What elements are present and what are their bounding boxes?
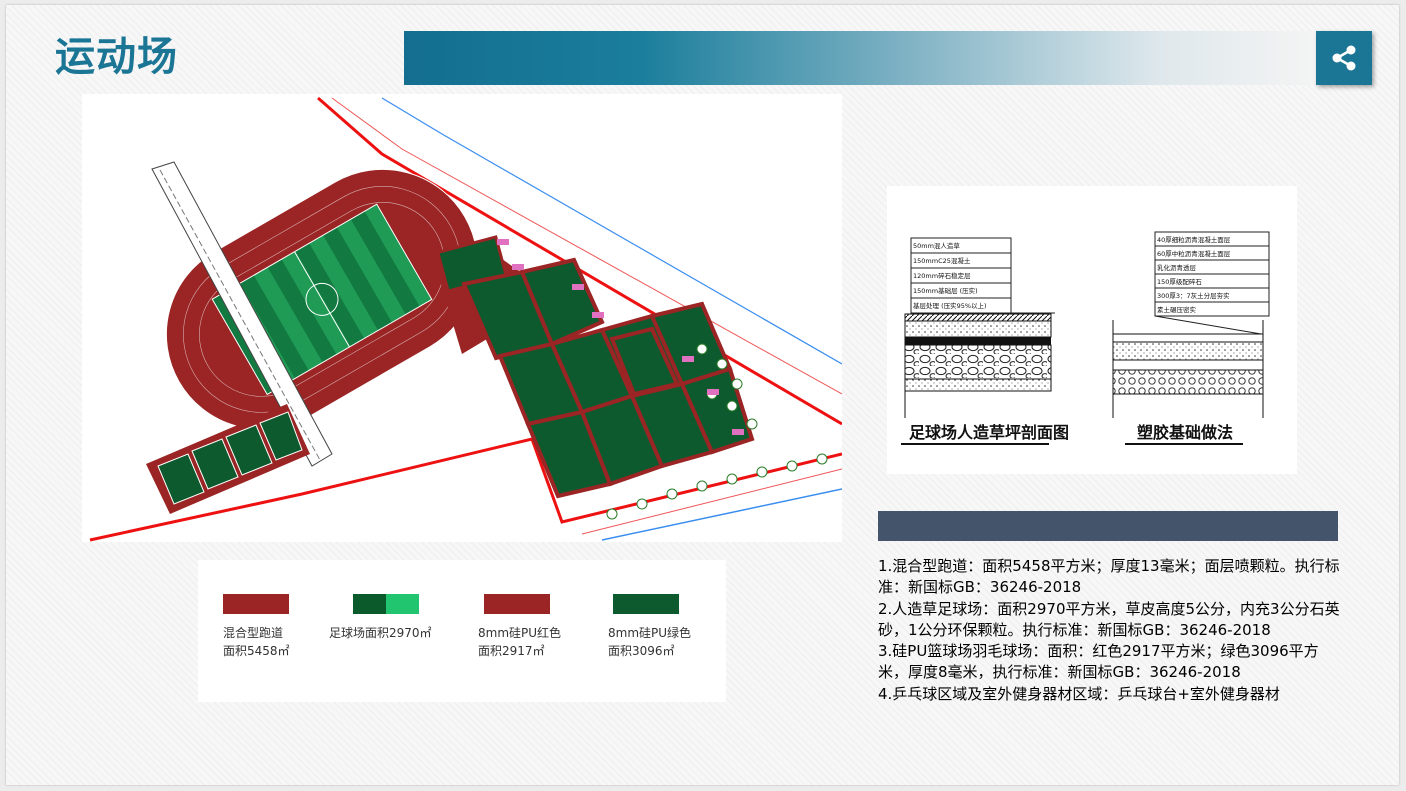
- page-title: 运动场: [55, 33, 178, 80]
- section-right-layer: 150厚级配碎石: [1157, 277, 1202, 286]
- legend-item-green-pu: 8mm硅PU绿色 面积3096㎡: [608, 594, 691, 660]
- section-right-layer: 300厚3：7灰土分层夯实: [1157, 291, 1230, 300]
- legend-swatch: [613, 594, 679, 614]
- info-item-football: 2.人造草足球场：面积2970平方米，草皮高度5公分，内充3公分石英砂，1公分环…: [878, 599, 1340, 639]
- section-left-caption: 足球场人造草坪剖面图: [909, 423, 1069, 442]
- info-item-pingpong: 4.乒乓球区域及室外健身器材区域：乒乓球台+室外健身器材: [878, 684, 1280, 703]
- info-item-pu-courts: 3.硅PU篮球场羽毛球场：面积：红色2917平方米；绿色3096平方米，厚度8毫…: [878, 642, 1319, 682]
- legend-swatch: [353, 594, 419, 614]
- section-left-layer: 基层处理 (压实95%以上): [913, 301, 987, 310]
- section-right-layer: 乳化沥青透层: [1157, 263, 1197, 272]
- title-gradient-bar: [404, 31, 1316, 85]
- section-left-layer: 50mm混人造草: [913, 241, 960, 250]
- site-plan: [82, 94, 842, 542]
- section-right-layer: 60厚中粒沥青混凝土面层: [1157, 249, 1231, 258]
- legend-item-track: 混合型跑道 面积5458㎡: [223, 594, 290, 660]
- legend-label: 8mm硅PU红色 面积2917㎡: [478, 626, 562, 658]
- legend-swatch: [484, 594, 550, 614]
- legend-item-red-pu: 8mm硅PU红色 面积2917㎡: [478, 594, 561, 660]
- legend-label: 混合型跑道 面积5458㎡: [223, 626, 290, 658]
- site-plan-drawing: [89, 96, 842, 542]
- legend: 混合型跑道 面积5458㎡ 足球场面积2970㎡ 8mm硅PU红色 面积2917…: [198, 560, 726, 702]
- section-right-layer: 素土碾压密实: [1157, 305, 1197, 314]
- legend-label: 足球场面积2970㎡: [329, 626, 432, 640]
- cross-section-drawing: 50mm混人造草 150mmC25混凝土 120mm碎石稳定层 150mm基础层…: [887, 186, 1297, 474]
- share-icon: [1332, 45, 1356, 71]
- section-left-layer: 150mm基础层 (压实): [913, 286, 978, 295]
- info-header-bar: [878, 511, 1338, 541]
- section-left-layer: 150mmC25混凝土: [913, 256, 971, 265]
- legend-item-football: 足球场面积2970㎡: [329, 594, 432, 642]
- section-left-layer: 120mm碎石稳定层: [913, 271, 971, 280]
- legend-swatch: [223, 594, 289, 614]
- info-item-track: 1.混合型跑道：面积5458平方米；厚度13毫米；面层喷颗粒。执行标准：新国标G…: [878, 557, 1340, 597]
- cross-section-svg: 50mm混人造草 150mmC25混凝土 120mm碎石稳定层 150mm基础层…: [901, 231, 1270, 445]
- section-right-caption: 塑胶基础做法: [1137, 423, 1233, 442]
- share-button[interactable]: [1316, 31, 1372, 85]
- info-list: 1.混合型跑道：面积5458平方米；厚度13毫米；面层喷颗粒。执行标准：新国标G…: [878, 556, 1348, 705]
- legend-label: 8mm硅PU绿色 面积3096㎡: [608, 626, 692, 658]
- section-right-layer: 40厚细粒沥青混凝土面层: [1157, 235, 1231, 244]
